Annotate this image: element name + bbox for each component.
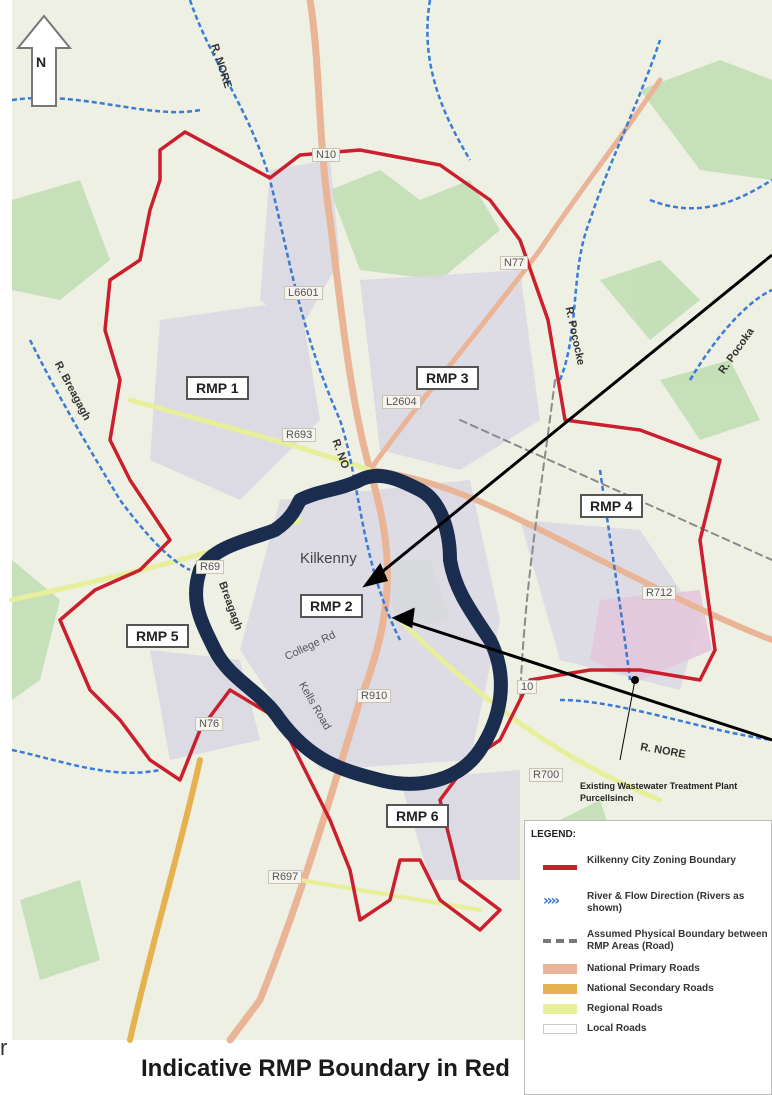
legend-swatch-dashed-line [543,939,577,943]
legend-label: River & Flow Direction (Rivers as shown) [587,891,745,914]
road-label-n10-east: 10 [517,680,538,694]
north-arrow-icon [16,14,72,107]
road-label-r69: R69 [196,560,225,574]
legend-swatch-red-line [543,865,577,870]
road-label-r712: R712 [642,586,677,600]
road-label-n77: N77 [500,256,529,270]
rmp-label-1: RMP 1 [186,376,249,400]
legend-item-zoning-boundary: Kilkenny City Zoning Boundary [531,853,771,885]
road-label-l6601: L6601 [284,286,323,300]
zoning-boundary [58,130,722,932]
road-label-r697: R697 [268,870,303,884]
road-label-r700: R700 [529,768,564,782]
wwtp-annotation: Existing Wastewater Treatment Plant Purc… [580,781,738,803]
legend-label: Assumed Physical Boundary between RMP Ar… [587,929,768,952]
legend-item-regional: Regional Roads [531,1001,771,1033]
legend-item-national-primary: National Primary Roads [531,961,771,993]
road-label-n10-north: N10 [312,148,341,162]
rmp-label-4: RMP 4 [580,494,643,518]
legend-title: LEGEND: [531,829,576,840]
legend-label: Kilkenny City Zoning Boundary [587,855,736,866]
road-label-r910: R910 [357,689,392,703]
north-label: N [36,54,47,70]
road-label-l2604: L2604 [382,395,421,409]
legend-item-local: Local Roads [531,1021,771,1053]
town-label: Kilkenny [300,550,357,567]
legend-swatch-chevrons-icon: ›››› [543,893,560,909]
pointer-arrows [362,253,772,742]
rmp-label-3: RMP 3 [416,366,479,390]
road-label-r693: R693 [282,428,317,442]
road-label-n76: N76 [195,717,224,731]
legend-label: Local Roads [587,1023,647,1034]
legend-label: Regional Roads [587,1003,663,1014]
legend-label: National Primary Roads [587,963,700,974]
legend-item-physical-boundary: Assumed Physical Boundary between RMP Ar… [531,927,771,959]
rmp-label-2: RMP 2 [300,594,363,618]
rmp-label-6: RMP 6 [386,804,449,828]
legend-swatch-band [543,1024,577,1034]
legend-swatch-band [543,984,577,994]
left-edge-text-fragment: r [0,1035,8,1060]
legend-label: National Secondary Roads [587,983,714,994]
legend-item-national-secondary: National Secondary Roads [531,981,771,1013]
rmp-label-5: RMP 5 [126,624,189,648]
caption: Indicative RMP Boundary in Red [141,1055,510,1082]
legend-swatch-band [543,1004,577,1014]
legend-panel: LEGEND: Kilkenny City Zoning Boundary ››… [524,820,772,1095]
legend-item-river: ›››› River & Flow Direction (Rivers as s… [531,889,771,921]
legend-swatch-band [543,964,577,974]
